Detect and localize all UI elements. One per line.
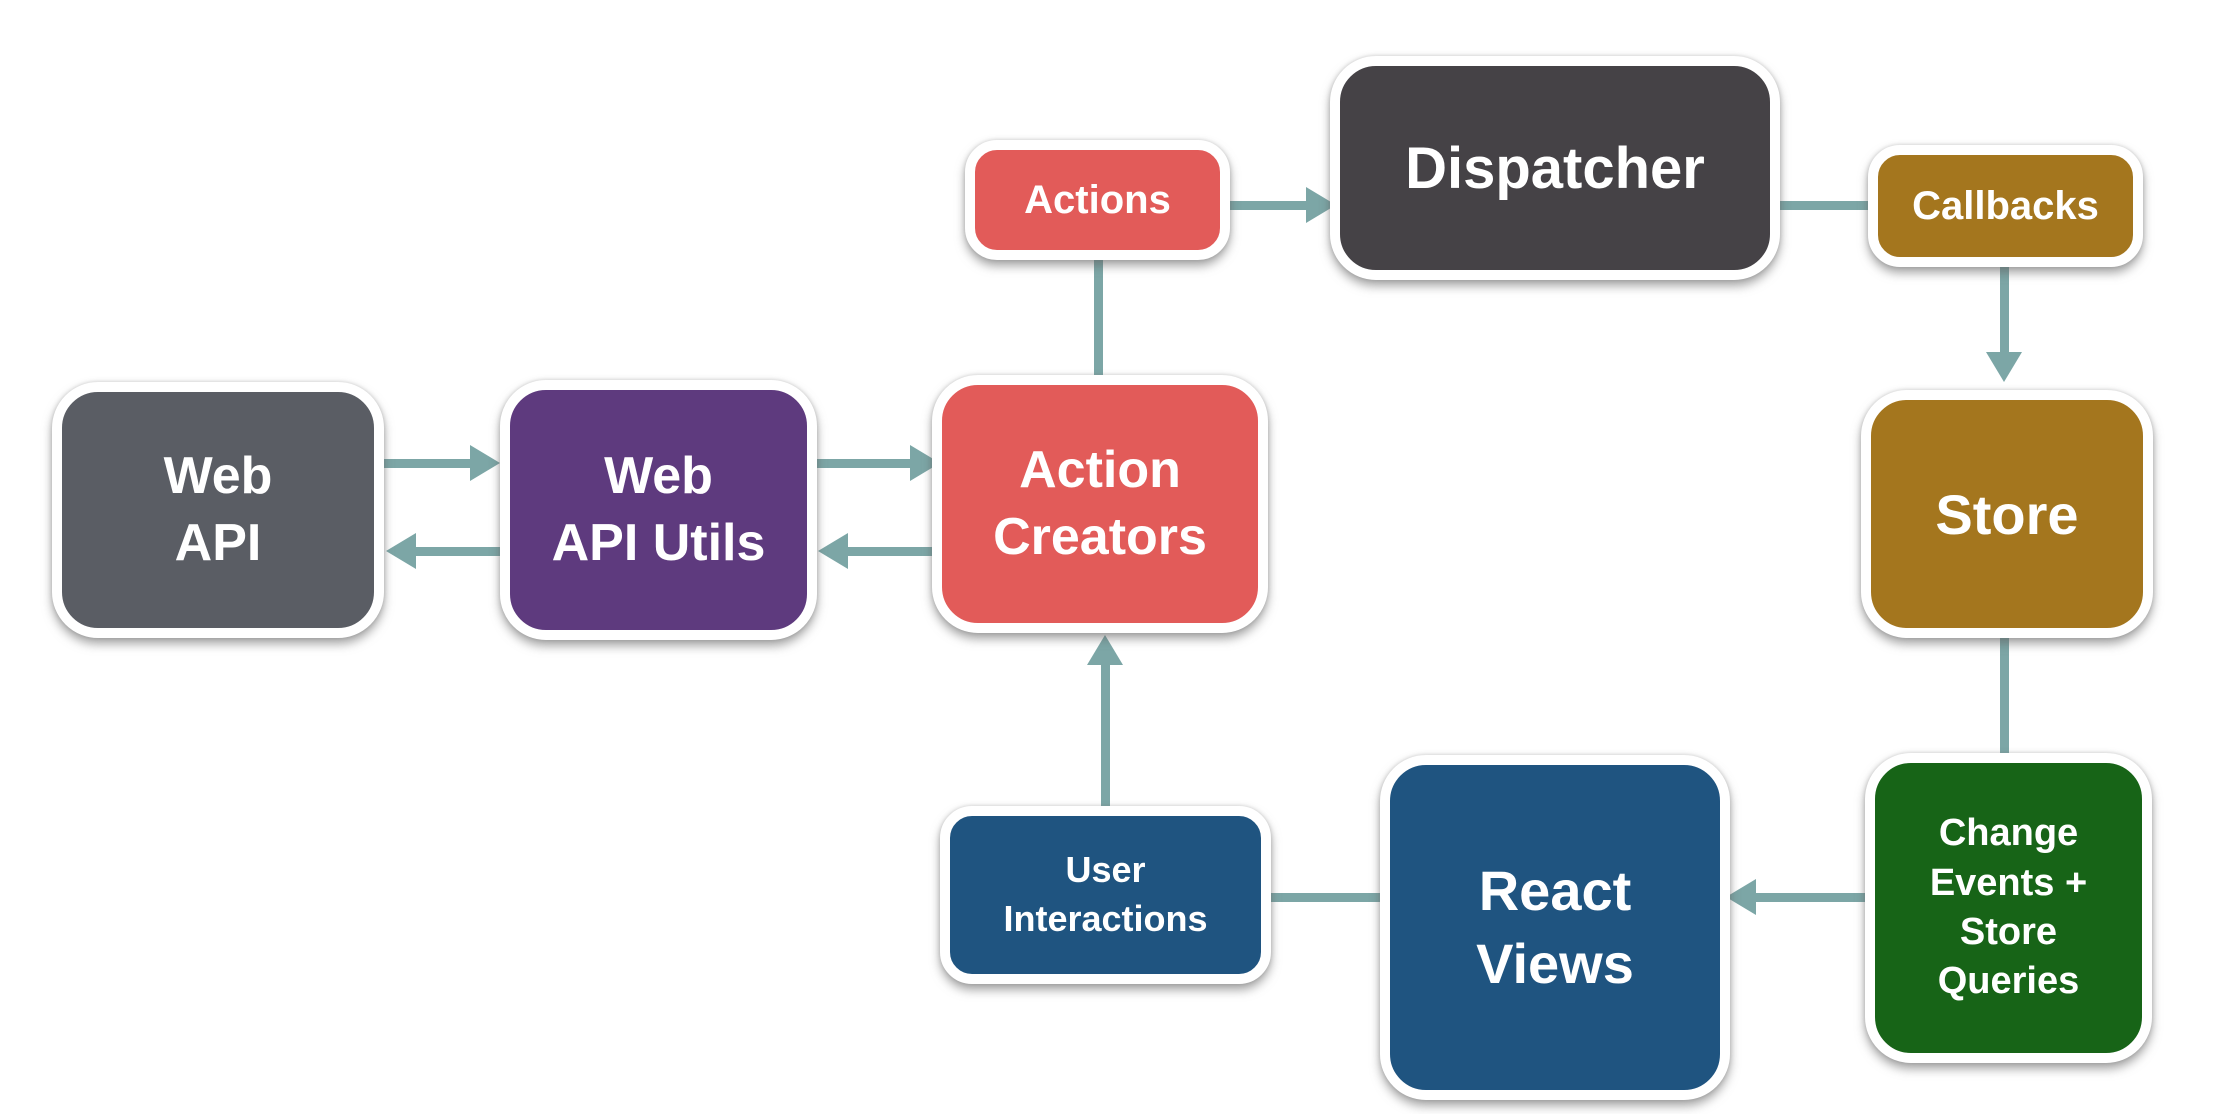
change-events-store-queries-label: Change Events + Store Queries xyxy=(1929,812,2088,1003)
line-store-to-change-events xyxy=(2000,628,2009,763)
line-dispatcher-to-callbacks xyxy=(1770,201,1878,210)
arrow-web-api-to-web-api-utils xyxy=(376,459,470,468)
react-views-label: React Views xyxy=(1476,858,1634,995)
arrow-web-api-utils-to-web-api xyxy=(416,547,508,556)
arrowhead-left-icon xyxy=(818,533,848,569)
node-actions: Actions xyxy=(965,140,1230,260)
arrow-callbacks-to-store xyxy=(2000,257,2009,352)
arrowhead-right-icon xyxy=(470,445,500,481)
action-creators-label: Action Creators xyxy=(993,441,1207,566)
arrowhead-up-icon xyxy=(1087,635,1123,665)
line-react-views-to-user-interactions xyxy=(1261,893,1390,902)
web-api-label: Web API xyxy=(163,447,273,572)
node-react-views: React Views xyxy=(1380,755,1730,1100)
arrowhead-down-icon xyxy=(1986,352,2022,382)
callbacks-label: Callbacks xyxy=(1912,183,2099,228)
node-action-creators: Action Creators xyxy=(932,375,1268,633)
user-interactions-label: User Interactions xyxy=(1003,849,1208,939)
store-label: Store xyxy=(1935,482,2079,546)
arrow-change-events-to-react-views xyxy=(1756,893,1875,902)
arrow-web-api-utils-to-action-creators xyxy=(812,459,910,468)
arrowhead-left-icon xyxy=(1726,879,1756,915)
arrowhead-left-icon xyxy=(386,533,416,569)
node-store: Store xyxy=(1861,390,2153,638)
dispatcher-label: Dispatcher xyxy=(1405,135,1705,201)
arrow-user-interactions-to-action-creators xyxy=(1101,663,1110,816)
arrow-actions-to-dispatcher xyxy=(1222,201,1306,210)
node-change-events-store-queries: Change Events + Store Queries xyxy=(1865,753,2152,1063)
node-user-interactions: User Interactions xyxy=(940,806,1271,984)
node-web-api-utils: Web API Utils xyxy=(500,380,817,640)
node-dispatcher: Dispatcher xyxy=(1330,56,1780,280)
web-api-utils-label: Web API Utils xyxy=(551,447,766,572)
node-web-api: Web API xyxy=(52,382,384,638)
actions-label: Actions xyxy=(1024,177,1171,222)
arrow-action-creators-to-web-api-utils xyxy=(848,547,942,556)
node-callbacks: Callbacks xyxy=(1868,145,2143,267)
line-action-creators-to-actions xyxy=(1094,250,1103,386)
